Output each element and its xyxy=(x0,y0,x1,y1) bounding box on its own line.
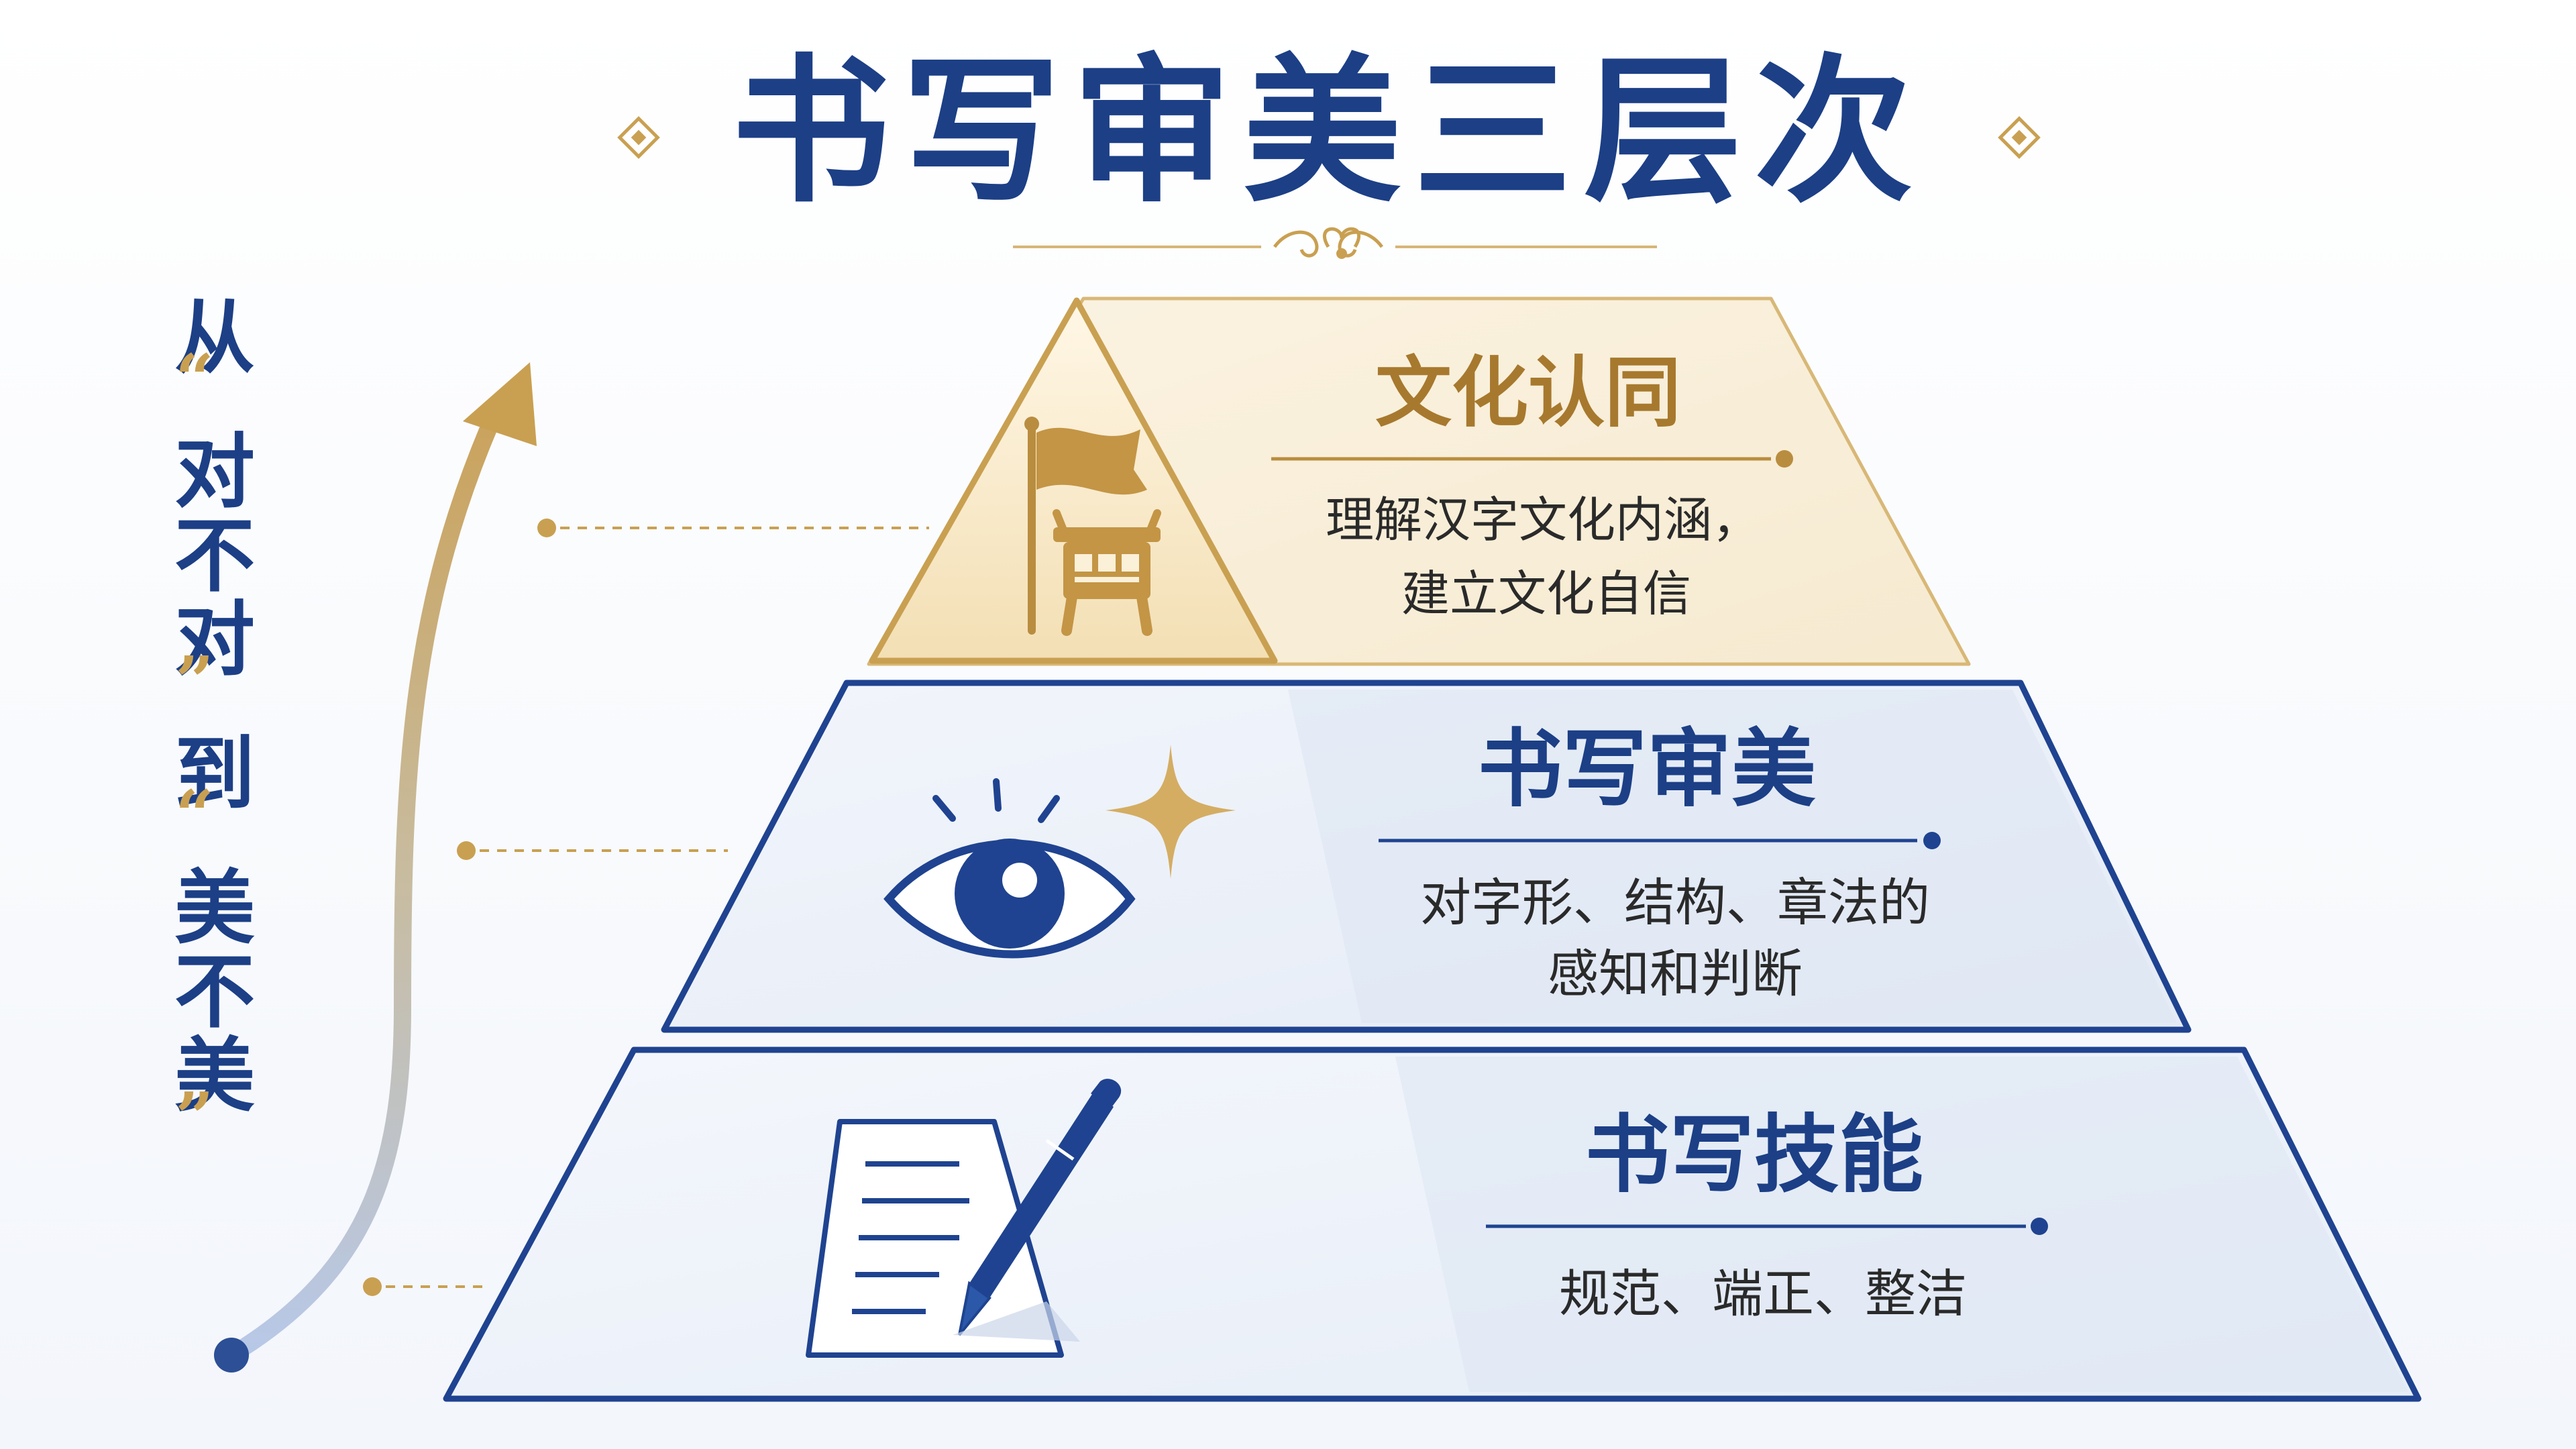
side-label-quote: ” xyxy=(175,1077,214,1157)
side-label-char: 到 xyxy=(174,727,255,821)
side-label-char: 美 xyxy=(174,1028,255,1123)
title-ornament-right xyxy=(1998,116,2308,159)
tier-skill-title: 书写技能 xyxy=(1585,1105,1923,1204)
title-flourish xyxy=(1013,227,1657,259)
eye-sparkle-icon xyxy=(883,745,1236,959)
side-label-char: 不 xyxy=(174,945,255,1039)
tier-culture: 文化认同 理解汉字文化内涵， 建立文化自信 xyxy=(867,297,1971,666)
side-label-quote: “ xyxy=(175,775,214,855)
arrow-start-dot xyxy=(214,1338,249,1373)
side-label-char: 对 xyxy=(174,425,255,519)
tier-leaders xyxy=(363,519,929,1296)
side-label-quote: “ xyxy=(175,339,214,419)
tier-culture-desc-line-2: 建立文化自信 xyxy=(1401,566,1691,622)
tier-aesthetic-title: 书写审美 xyxy=(1478,719,1816,818)
tier-aesthetic-desc-line-1: 对字形、结构、章法的 xyxy=(1420,873,1930,932)
tier-skill: 书写技能 规范、端正、整洁 xyxy=(443,1046,2422,1402)
tier-culture-desc-line-1: 理解汉字文化内涵， xyxy=(1326,492,1760,548)
page-title: 书写审美三层次 xyxy=(732,38,1925,224)
pen-document-icon xyxy=(806,1079,1122,1358)
ascending-arrow xyxy=(214,362,537,1373)
side-label-quote: ” xyxy=(175,641,214,720)
side-label-char: 美 xyxy=(174,861,255,955)
arrow-head xyxy=(463,362,537,446)
tier-skill-desc-line-1: 规范、端正、整洁 xyxy=(1559,1264,1967,1324)
side-label-char: 不 xyxy=(174,508,255,603)
tier-aesthetic-desc-line-2: 感知和判断 xyxy=(1548,944,1803,1004)
flag-and-ding-icon xyxy=(1024,417,1161,636)
side-label-char: 从 xyxy=(174,290,255,385)
side-label-char: 对 xyxy=(174,592,255,687)
side-vertical-label: 从“对不对”到“美不美” xyxy=(174,290,255,1157)
tier-aesthetic: 书写审美 对字形、结构、章法的 感知和判断 xyxy=(661,680,2192,1033)
tier-culture-title: 文化认同 xyxy=(1375,347,1681,437)
